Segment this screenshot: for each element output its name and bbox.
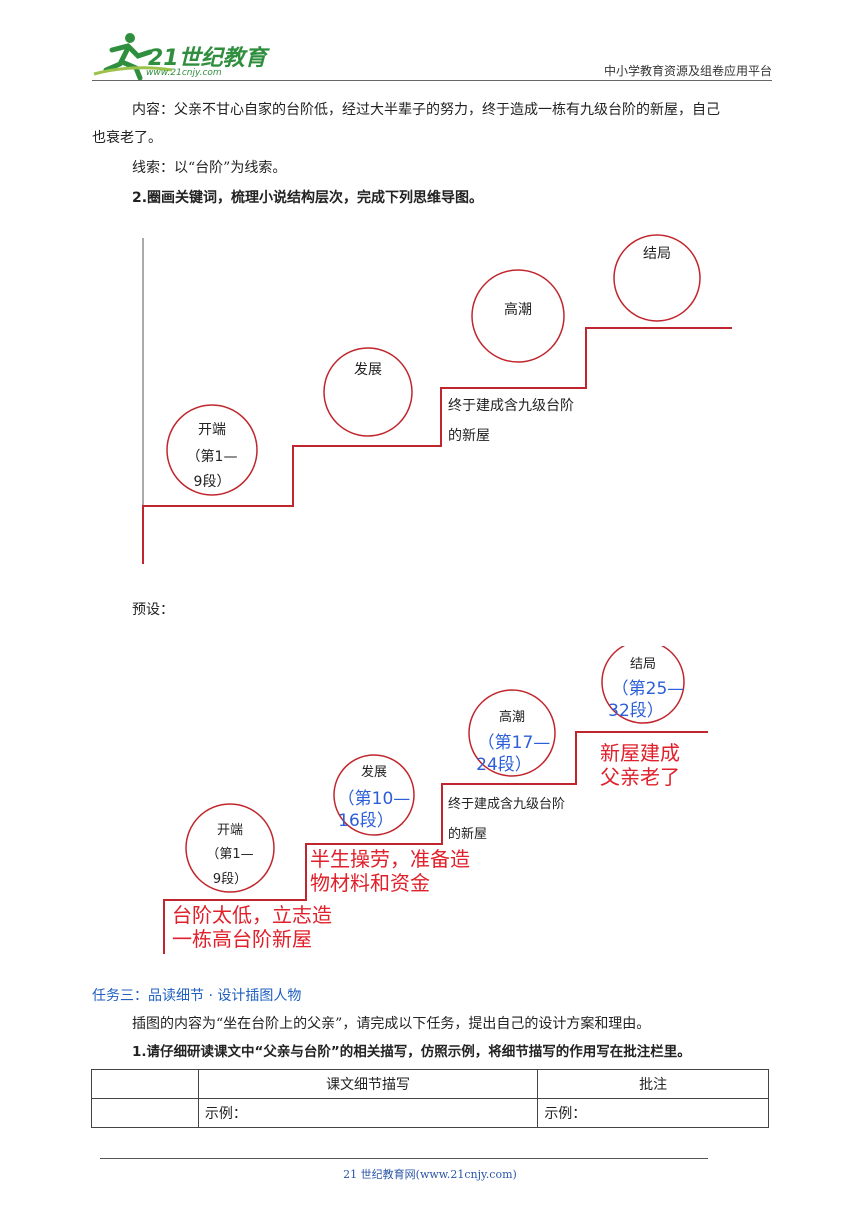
d2-climax-note-line2: 的新屋 [448, 826, 487, 842]
table-header-cell: 课文细节描写 [197, 1069, 539, 1099]
d2-opening-range-line1: （第1— [206, 847, 253, 862]
content-paragraph-line1: 内容：父亲不甘心自家的台阶低，经过大半辈子的努力，终于造成一栋有九级台阶的新屋，… [132, 102, 720, 118]
d2-ending-label: 结局 [630, 657, 656, 672]
logo-runner-icon [93, 33, 173, 80]
table-header-cell: 批注 [537, 1069, 769, 1099]
detail-annotation-table: 课文细节描写 批注 示例： 示例： [91, 1069, 769, 1128]
d2-opening-range-line2: 9段） [213, 872, 247, 887]
table-header-cell [91, 1069, 199, 1099]
d2-climax-note-line1: 终于建成含九级台阶 [448, 796, 565, 812]
content-paragraph-line2: 也衰老了。 [92, 130, 162, 146]
task1-heading: 1.请仔细研读课文中“父亲与台阶”的相关描写，仿照示例，将细节描写的作用写在批注… [132, 1044, 691, 1060]
table-header-row: 课文细节描写 批注 [91, 1069, 769, 1099]
d1-climax-note-line1: 终于建成含九级台阶 [448, 398, 574, 414]
table-cell[interactable]: 示例： [197, 1098, 539, 1128]
d2-ending-para-line1: （第25— [612, 679, 685, 699]
d1-climax-note-line2: 的新屋 [448, 428, 490, 444]
d2-ending-para-line2: 32段） [608, 701, 664, 721]
table-cell [91, 1098, 199, 1128]
section3-heading: 任务三：品读细节 · 设计插图人物 [92, 988, 302, 1004]
d2-development-answer-line2: 物材料和资金 [310, 871, 430, 895]
logo-url: www.21cnjy.com [146, 68, 222, 78]
d2-climax-para-line1: （第17— [478, 733, 551, 753]
d2-climax-para-line2: 24段） [476, 755, 532, 775]
d1-opening-label: 开端 [198, 422, 226, 438]
d2-ending-answer-line2: 父亲老了 [600, 765, 680, 789]
d2-opening-label: 开端 [217, 823, 243, 838]
d1-opening-range-line2: 9段） [194, 474, 231, 490]
d2-development-label: 发展 [361, 764, 387, 780]
d2-opening-answer-line2: 一栋高台阶新屋 [172, 927, 312, 951]
plot-structure-diagram: 开端 （第1— 9段） 发展 高潮 结局 终于建成含九级台阶 的新屋 [142, 234, 732, 564]
table-cell[interactable]: 示例： [537, 1098, 769, 1128]
d2-development-answer-line1: 半生操劳，准备造 [310, 847, 470, 871]
d2-ending-answer-line1: 新屋建成 [600, 741, 680, 765]
footer-link[interactable]: 21 世纪教育网(www.21cnjy.com) [343, 1168, 517, 1181]
d2-development-para-line1: （第10— [338, 789, 411, 809]
header-platform-text: 中小学教育资源及组卷应用平台 [603, 64, 772, 78]
d1-ending-label: 结局 [643, 246, 671, 262]
preset-label: 预设： [132, 602, 174, 618]
task2-heading: 2.圈画关键词，梳理小说结构层次，完成下列思维导图。 [132, 190, 484, 206]
d1-development-label: 发展 [354, 362, 382, 378]
d2-development-para-line2: 16段） [338, 811, 394, 831]
d2-climax-label: 高潮 [499, 709, 525, 725]
table-row: 示例： 示例： [91, 1098, 769, 1128]
section3-description: 插图的内容为“坐在台阶上的父亲”，请完成以下任务，提出自己的设计方案和理由。 [132, 1016, 651, 1032]
d1-climax-label: 高潮 [504, 301, 532, 318]
d2-opening-answer-line1: 台阶太低，立志造 [172, 903, 332, 927]
logo-brand: 21世纪教育 [148, 46, 267, 71]
footer-divider [100, 1158, 708, 1159]
clue-paragraph: 线索：以“台阶”为线索。 [132, 160, 287, 176]
header-divider [92, 80, 772, 81]
d1-opening-range-line1: （第1— [187, 448, 238, 465]
plot-structure-diagram-answer: 开端 （第1— 9段） 发展 高潮 结局 终于建成含九级台阶 的新屋 （第10—… [163, 646, 708, 954]
